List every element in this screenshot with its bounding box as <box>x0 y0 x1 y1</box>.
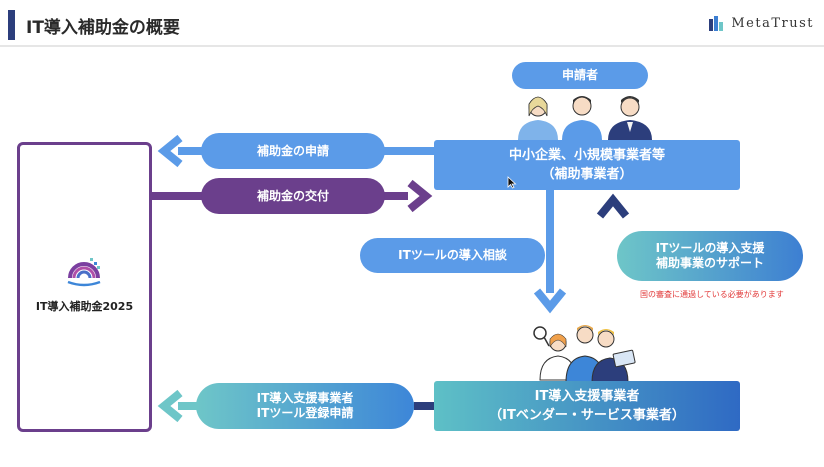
sme-box-line2: （補助事業者） <box>541 167 633 182</box>
register-label-line2: ITツール登録申請 <box>256 406 354 420</box>
it-subsidy-logo-icon <box>67 258 101 287</box>
consult-arrow <box>533 190 567 314</box>
applicant-label: 申請者 <box>512 62 648 89</box>
support-label-line2: 補助事業のサポート <box>655 256 764 270</box>
vendor-box: IT導入支援事業者 （ITベンダー・サービス事業者） <box>434 381 740 431</box>
mouse-cursor-icon <box>507 176 517 189</box>
deliver-label: 補助金の交付 <box>201 178 385 214</box>
logo-text: IT導入補助金2025 <box>35 300 134 313</box>
brand-logo: MetaTrust <box>708 15 814 31</box>
apply-label: 補助金の申請 <box>201 133 385 169</box>
it-subsidy-logo-box: IT導入補助金2025 <box>17 142 152 432</box>
register-label: IT導入支援事業者 ITツール登録申請 <box>196 383 414 429</box>
sme-box: 中小企業、小規模事業者等 （補助事業者） <box>434 140 740 190</box>
metatrust-logo-icon <box>709 16 724 31</box>
support-arrow <box>596 193 630 335</box>
consult-label: ITツールの導入相談 <box>360 238 545 273</box>
register-label-line1: IT導入支援事業者 <box>256 391 354 405</box>
vendor-box-line2: （ITベンダー・サービス事業者） <box>489 408 685 423</box>
sme-box-line1: 中小企業、小規模事業者等 <box>508 148 665 163</box>
brand-name: MetaTrust <box>731 15 814 31</box>
applicants-illustration <box>518 96 652 140</box>
page-header: IT導入補助金の概要 MetaTrust <box>0 0 824 47</box>
vendor-box-line1: IT導入支援事業者 <box>534 389 640 404</box>
approval-note: 国の審査に通過している必要があります <box>640 290 784 299</box>
vendor-team-illustration <box>533 325 636 383</box>
support-label: ITツールの導入支援 補助事業のサポート <box>617 231 803 281</box>
support-label-line1: ITツールの導入支援 <box>655 241 765 255</box>
title-accent-bar <box>8 10 15 40</box>
page-title: IT導入補助金の概要 <box>26 18 180 38</box>
